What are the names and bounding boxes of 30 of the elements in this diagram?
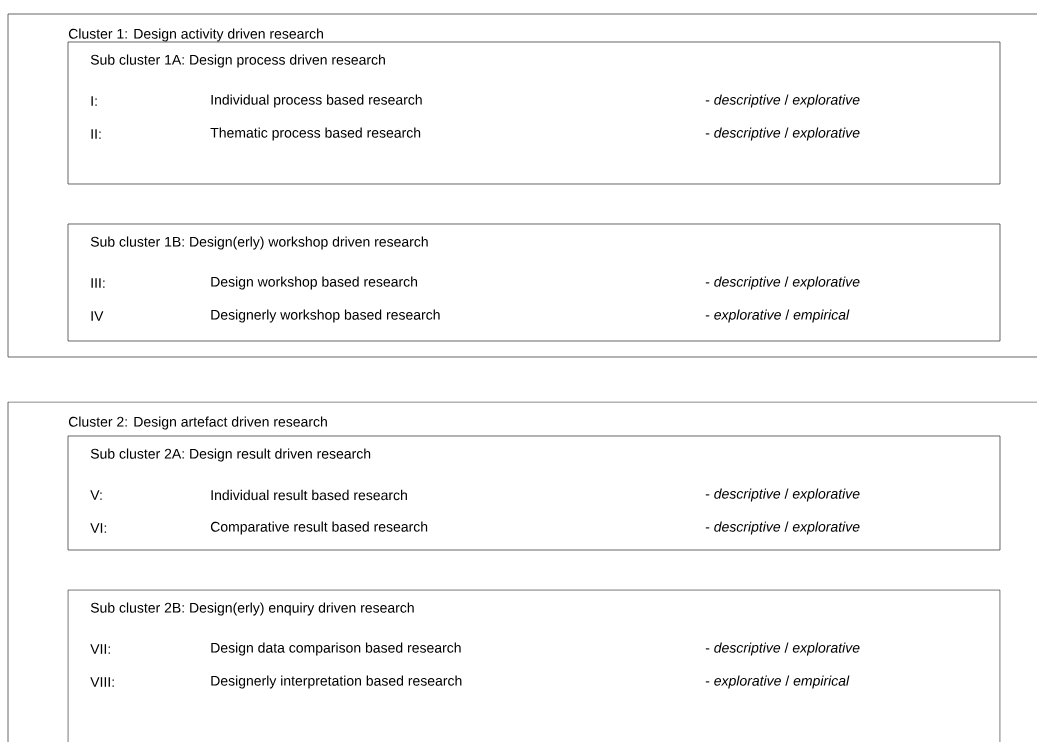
subcluster-heading: Sub cluster 1A: Design process driven research <box>90 54 385 68</box>
row-number: IV <box>91 311 104 321</box>
row-number: VIII: <box>90 677 114 687</box>
row-number: VI: <box>90 523 107 533</box>
row-text: Individual process based research <box>211 94 422 108</box>
method-label: - descriptive / explorative <box>705 127 860 141</box>
method-label: - descriptive / explorative <box>705 488 860 502</box>
row-text: Comparative result based research <box>210 521 428 535</box>
row-text: Designerly interpretation based research <box>211 675 462 689</box>
row-number: II: <box>91 129 101 139</box>
row-number: III: <box>91 278 105 288</box>
row-text: Design workshop based research <box>211 276 418 290</box>
row-text: Individual result based research <box>211 489 407 501</box>
method-label: - descriptive / explorative <box>705 276 860 290</box>
method-label: - descriptive / explorative <box>705 521 860 535</box>
row-text: Thematic process based research <box>210 127 421 141</box>
subcluster-heading: Sub cluster 1B: Design(erly) workshop driven research <box>90 236 428 250</box>
cluster-heading: Cluster 1: Design activity driven research <box>68 28 323 42</box>
method-label: - explorative / empirical <box>705 675 850 689</box>
method-label: - explorative / empirical <box>705 309 850 323</box>
method-label: - descriptive / explorative <box>705 94 860 108</box>
subcluster-heading: Sub cluster 2B: Design(erly) enquiry driven research <box>90 602 414 616</box>
row-text: Design data comparison based research <box>211 642 461 656</box>
row-text: Designerly workshop based research <box>211 309 440 323</box>
row-number: V: <box>90 490 102 500</box>
cluster-heading: Cluster 2: Design artefact driven research <box>68 416 327 430</box>
row-number: I: <box>91 96 97 106</box>
subcluster-heading: Sub cluster 2A: Design result driven research <box>90 448 371 462</box>
row-number: VII: <box>90 644 110 654</box>
method-label: - descriptive / explorative <box>705 642 860 656</box>
